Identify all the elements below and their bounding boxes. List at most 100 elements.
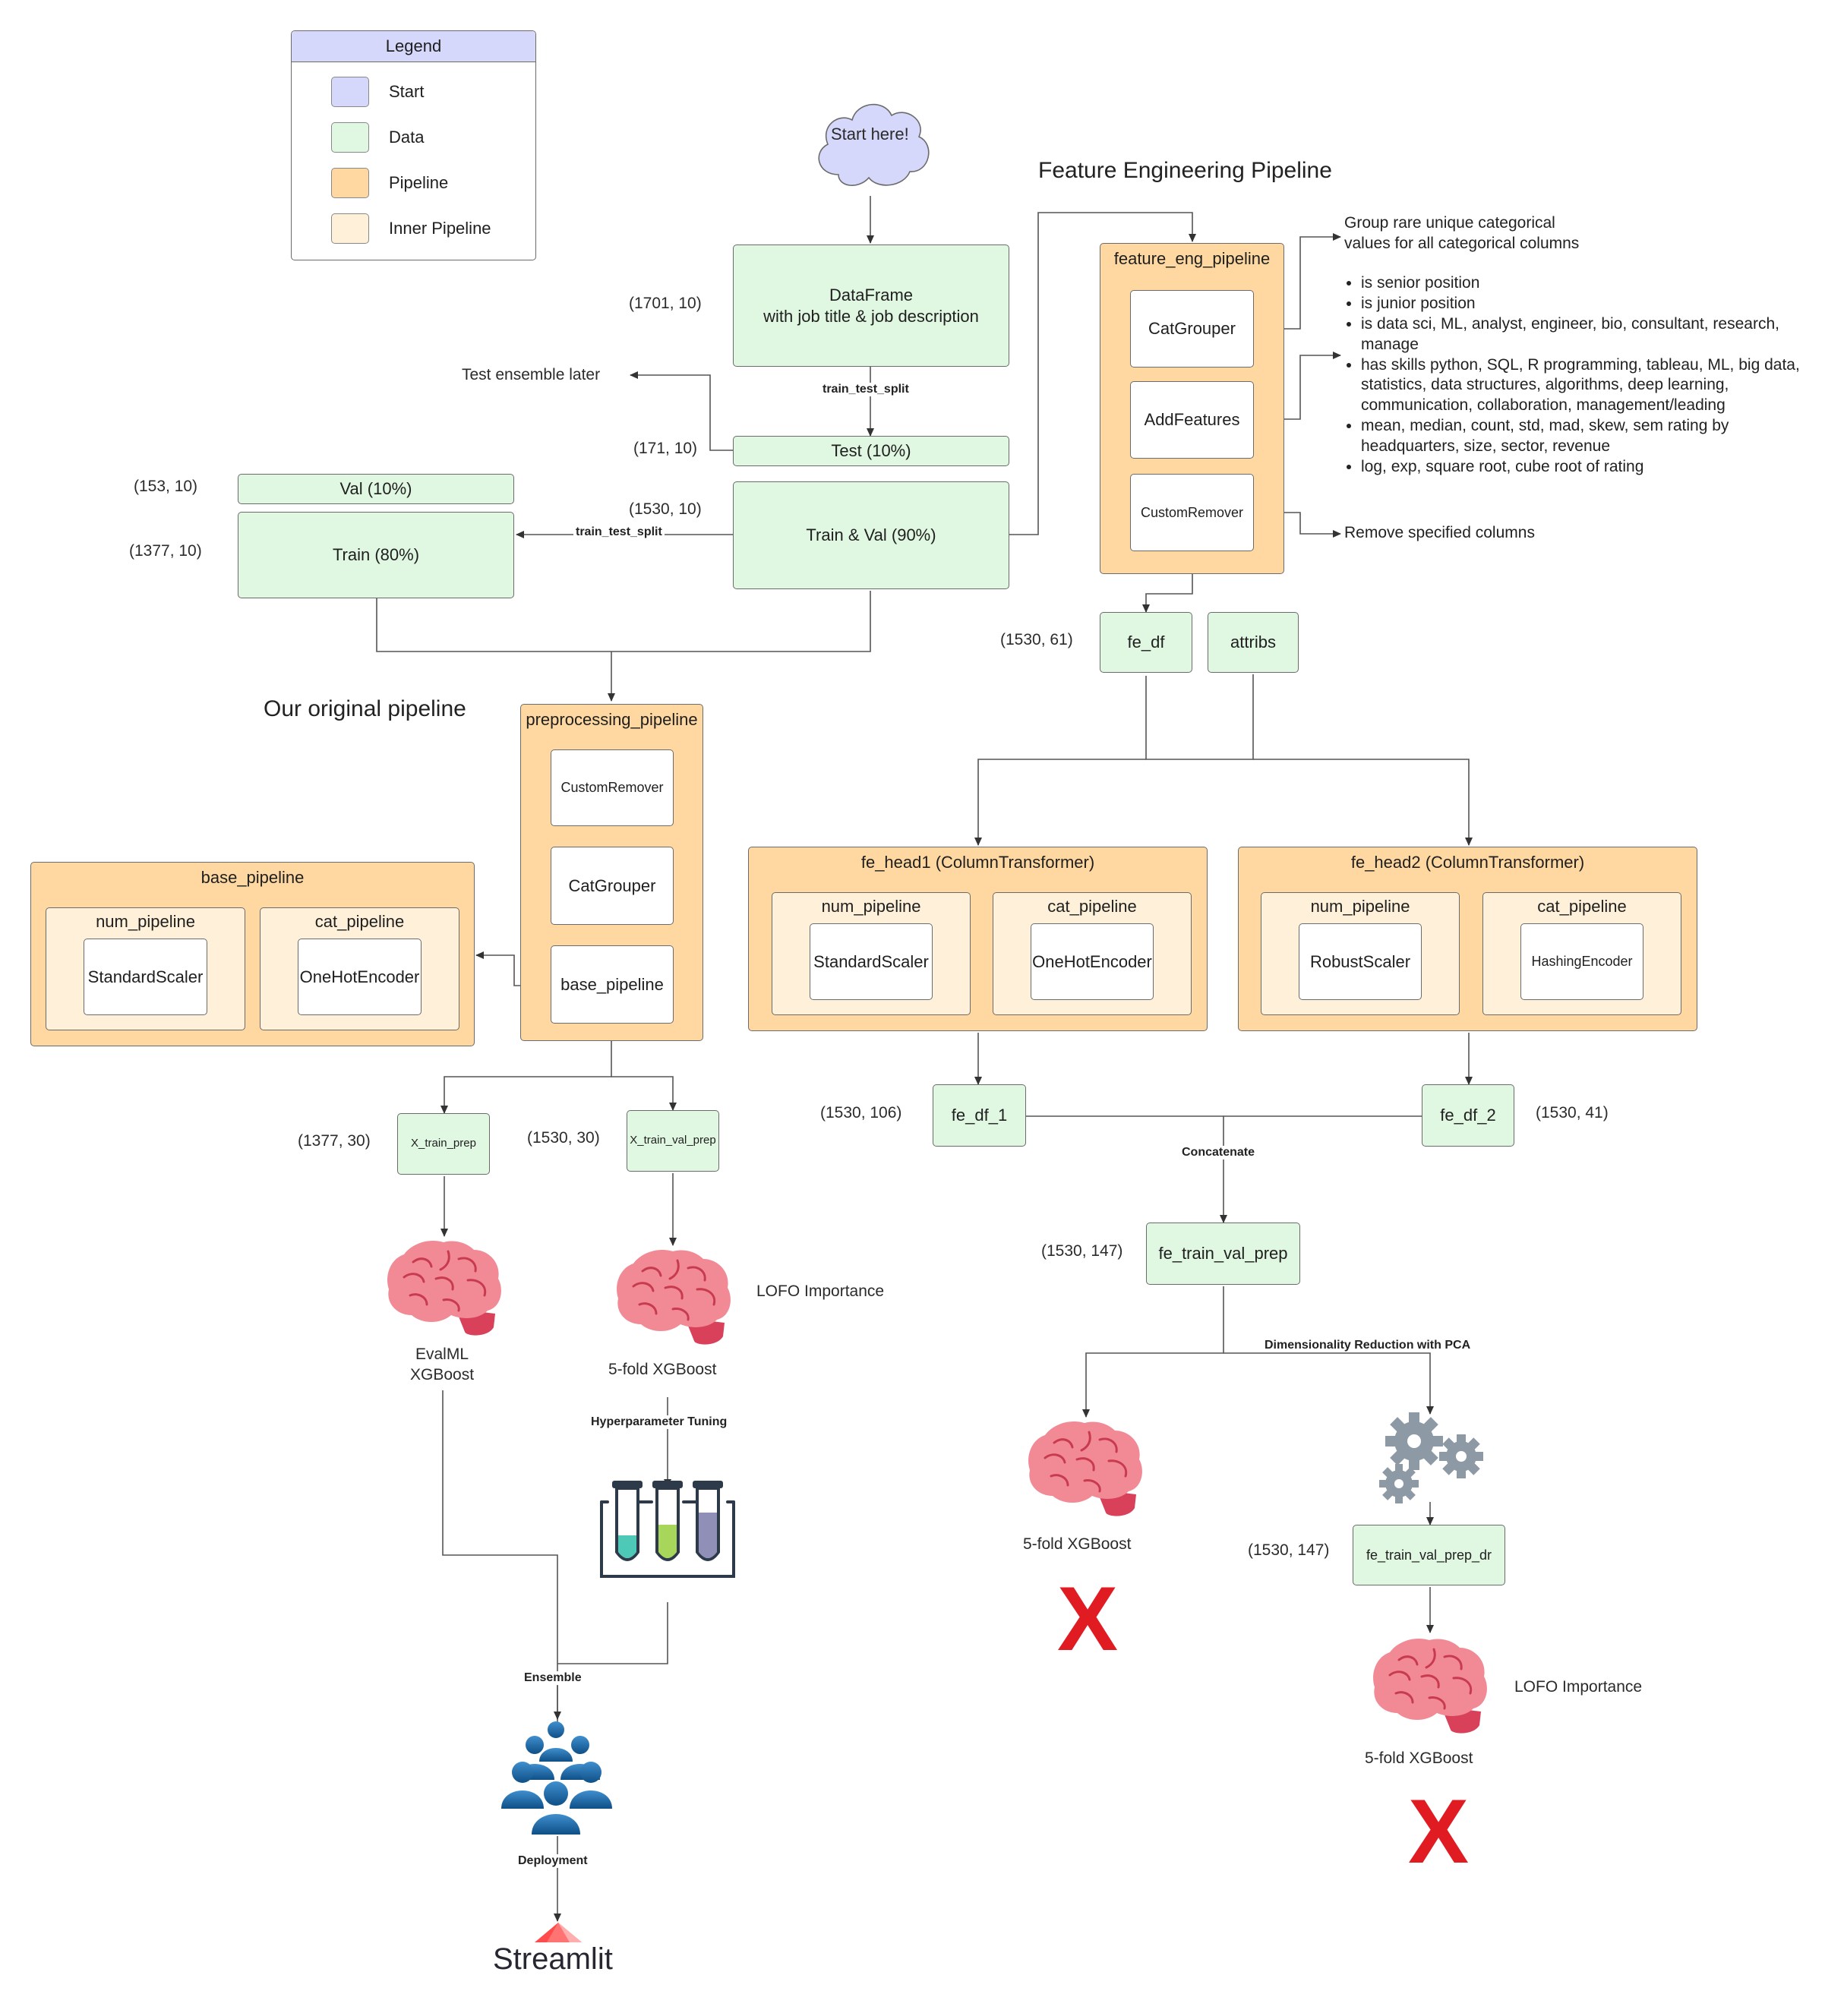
annotation-features: is senior position is junior position is… (1344, 273, 1808, 478)
fe-head2-cat-step: HashingEncoder (1520, 923, 1643, 1000)
base-cat-step: OneHotEncoder (298, 939, 422, 1015)
edge-label-ensemble: Ensemble (522, 1671, 584, 1685)
legend-item-pipeline: Pipeline (331, 168, 448, 198)
feature-item: is senior position (1361, 273, 1808, 294)
feature-item: mean, median, count, std, mad, skew, sem… (1361, 416, 1808, 457)
legend-swatch-inner-pipeline (331, 213, 369, 244)
fe-step-addfeatures: AddFeatures (1130, 381, 1254, 459)
model-label-evalml: EvalML XGBoost (410, 1344, 474, 1386)
shape-fe-df-1: (1530, 106) (820, 1104, 902, 1122)
brain-icon (1028, 1421, 1142, 1516)
legend-item-inner-pipeline: Inner Pipeline (331, 213, 491, 244)
num-pipeline-title: num_pipeline (821, 897, 921, 916)
dataframe-node: DataFrame with job title & job descripti… (733, 245, 1009, 367)
legend-label: Start (389, 82, 425, 101)
fe-train-val-prep-node: fe_train_val_prep (1146, 1223, 1300, 1285)
annotation-catgrouper: Group rare unique categorical values for… (1344, 213, 1579, 254)
edge-label-concatenate: Concatenate (1179, 1146, 1258, 1159)
fe-head1-num-step: StandardScaler (810, 923, 933, 1000)
fe-head1-title: fe_head1 (ColumnTransformer) (860, 853, 1095, 872)
test-tubes-icon (600, 1481, 735, 1578)
original-pipeline-title: Our original pipeline (264, 696, 466, 721)
model-label-5fold-c: 5-fold XGBoost (1365, 1749, 1473, 1767)
legend-label: Inner Pipeline (389, 219, 491, 238)
cat-pipeline-title: cat_pipeline (1537, 897, 1627, 916)
shape-dataframe: (1701, 10) (629, 295, 702, 312)
model-label-evalml-line1: EvalML (415, 1346, 469, 1363)
feature-engineering-title: Feature Engineering Pipeline (1038, 158, 1332, 183)
shape-fe-df-2: (1530, 41) (1536, 1104, 1609, 1122)
gears-icon (1379, 1412, 1483, 1503)
model-label-5fold-b: 5-fold XGBoost (1023, 1535, 1132, 1553)
legend-item-data: Data (331, 122, 424, 153)
pre-step-catgrouper: CatGrouper (551, 847, 674, 925)
streamlit-logo-icon (535, 1923, 582, 1942)
model-label-5fold-a: 5-fold XGBoost (608, 1361, 717, 1378)
fe-head2-title: fe_head2 (ColumnTransformer) (1350, 853, 1585, 872)
val-node: Val (10%) (238, 474, 514, 504)
shape-fe-train-val-prep-dr: (1530, 147) (1248, 1541, 1330, 1559)
edge-label-deployment: Deployment (516, 1854, 590, 1868)
start-cloud (818, 103, 930, 186)
fe-step-customremover: CustomRemover (1130, 474, 1254, 551)
failed-cross-icon: X (1057, 1568, 1119, 1670)
base-num-step: StandardScaler (84, 939, 207, 1015)
trainval-node: Train & Val (90%) (733, 481, 1009, 589)
legend-swatch-pipeline (331, 168, 369, 198)
annotation-remover: Remove specified columns (1344, 524, 1535, 541)
dataframe-label: DataFrame (829, 286, 914, 304)
ensemble-people-icon (501, 1721, 612, 1835)
fe-df-1-node: fe_df_1 (933, 1084, 1026, 1147)
feature-item: log, exp, square root, cube root of rati… (1361, 457, 1808, 478)
shape-fe-df: (1530, 61) (1000, 631, 1073, 648)
fe-head2-num-step: RobustScaler (1299, 923, 1422, 1000)
test-later-label: Test ensemble later (462, 366, 601, 383)
cat-pipeline-title: cat_pipeline (1047, 897, 1137, 916)
lofo-label-a: LOFO Importance (756, 1282, 885, 1300)
shape-x-train-prep: (1377, 30) (298, 1132, 371, 1150)
shape-x-train-val-prep: (1530, 30) (527, 1129, 600, 1147)
num-pipeline-title: num_pipeline (96, 912, 195, 931)
shape-val: (153, 10) (134, 478, 198, 495)
feature-eng-pipeline-title: feature_eng_pipeline (1113, 249, 1271, 268)
edge-label-split2: train_test_split (573, 525, 665, 539)
annotation-catgrouper-line1: Group rare unique categorical (1344, 214, 1555, 232)
fe-train-val-prep-dr-node: fe_train_val_prep_dr (1353, 1525, 1505, 1585)
fe-df-2-node: fe_df_2 (1422, 1084, 1514, 1147)
preprocessing-pipeline-title: preprocessing_pipeline (526, 710, 698, 729)
x-train-val-prep-node: X_train_val_prep (627, 1110, 719, 1172)
legend: Legend Start Data Pipeline Inner Pipelin… (291, 30, 536, 260)
shape-trainval: (1530, 10) (629, 500, 702, 518)
shape-fe-train-val-prep: (1530, 147) (1041, 1242, 1123, 1260)
failed-cross-icon: X (1408, 1781, 1470, 1882)
fe-head1-cat-step: OneHotEncoder (1031, 923, 1154, 1000)
edge-label-hyper: Hyperparameter Tuning (589, 1415, 730, 1429)
feature-item: is junior position (1361, 294, 1808, 314)
lofo-label-c: LOFO Importance (1514, 1678, 1643, 1696)
brain-icon (387, 1240, 501, 1336)
edge-label-split1: train_test_split (820, 383, 911, 396)
shape-test: (171, 10) (633, 440, 698, 457)
pre-step-customremover: CustomRemover (551, 749, 674, 826)
edge-label-pca: Dimensionality Reduction with PCA (1262, 1339, 1473, 1352)
train-node: Train (80%) (238, 512, 514, 598)
legend-swatch-start (331, 77, 369, 107)
legend-title: Legend (292, 31, 535, 62)
attribs-node: attribs (1208, 612, 1299, 673)
pre-step-base-pipeline: base_pipeline (551, 945, 674, 1024)
model-label-evalml-line2: XGBoost (410, 1366, 475, 1384)
streamlit-label: Streamlit (493, 1942, 613, 1976)
feature-item: is data sci, ML, analyst, engineer, bio,… (1361, 314, 1808, 355)
legend-label: Data (389, 128, 425, 147)
test-node: Test (10%) (733, 436, 1009, 466)
x-train-prep-node: X_train_prep (397, 1113, 490, 1175)
legend-label: Pipeline (389, 173, 449, 192)
num-pipeline-title: num_pipeline (1310, 897, 1410, 916)
feature-item: has skills python, SQL, R programming, t… (1361, 355, 1808, 417)
brain-icon (1373, 1638, 1487, 1734)
brain-icon (617, 1249, 731, 1345)
dataframe-sublabel: with job title & job description (763, 306, 979, 326)
fe-step-catgrouper: CatGrouper (1130, 290, 1254, 368)
cat-pipeline-title: cat_pipeline (314, 912, 405, 931)
